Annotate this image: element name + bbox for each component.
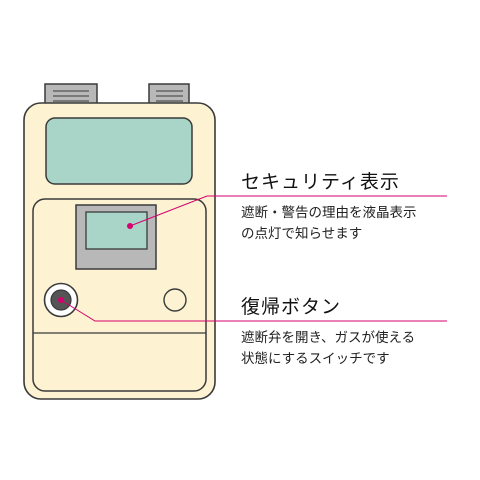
lcd-screen — [85, 211, 148, 250]
counter-window — [45, 117, 193, 185]
callout-desc-line: 状態にするスイッチです — [241, 351, 390, 367]
callout-line-reset — [58, 297, 447, 322]
callout-title-security-display: セキュリティ表示 — [241, 171, 400, 193]
callout-desc-line: の点灯で知らせます — [241, 226, 363, 242]
indicator-circle — [163, 288, 187, 312]
callout-desc-reset-button: 遮断弁を開き、ガスが使える 状態にするスイッチです — [241, 328, 415, 370]
callout-title-reset-button: 復帰ボタン — [241, 296, 342, 318]
callout-line-security — [127, 195, 447, 229]
callout-desc-line: 遮断・警告の理由を液晶表示 — [241, 205, 417, 221]
callout-desc-security-display: 遮断・警告の理由を液晶表示 の点灯で知らせます — [241, 203, 417, 245]
callout-desc-line: 遮断弁を開き、ガスが使える — [241, 330, 416, 346]
